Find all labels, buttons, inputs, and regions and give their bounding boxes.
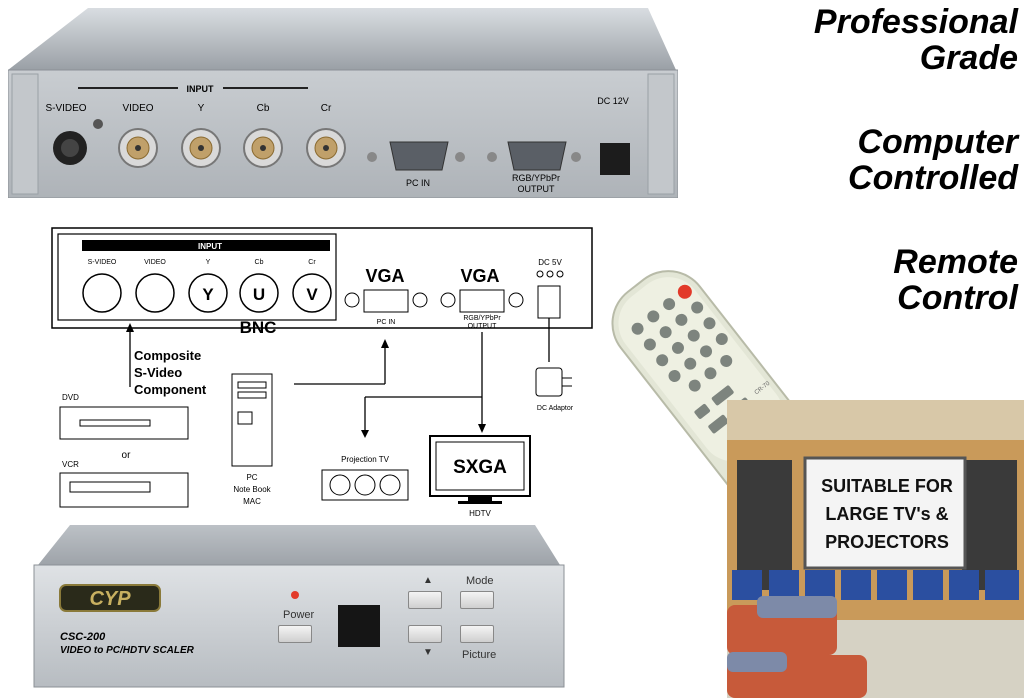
diagram-output: RGB/YPbPr xyxy=(463,315,501,322)
projection-screen xyxy=(803,456,967,570)
headline-line: Grade xyxy=(919,39,1018,77)
room-svg xyxy=(727,400,1024,698)
rear-jack-label: VIDEO xyxy=(122,103,153,114)
dvd-label: DVD xyxy=(62,393,79,402)
room-sign-line: PROJECTORS xyxy=(825,532,949,552)
source-type: Component xyxy=(134,382,207,397)
rear-jack-label: Y xyxy=(198,103,205,114)
pc-label: PC xyxy=(246,473,257,482)
source-type: Composite xyxy=(134,348,201,363)
diagram-jack-label: Y xyxy=(206,259,211,266)
rear-jack-label: S-VIDEO xyxy=(45,103,86,114)
rear-panel-photo: INPUT S-VIDEO VIDEO Y Cb Cr PC IN RGB xyxy=(7,8,679,199)
up-arrow-icon: ▲ xyxy=(423,575,433,586)
rear-panel-svg: INPUT S-VIDEO VIDEO Y Cb Cr PC IN RGB xyxy=(7,8,679,199)
description-label: VIDEO to PC/HDTV SCALER xyxy=(60,645,195,656)
dc-adaptor-drawing xyxy=(535,367,563,397)
sxga-label: SXGA xyxy=(453,457,507,478)
picture-label: Picture xyxy=(462,649,497,661)
vga-out-port xyxy=(487,141,581,171)
rear-top-cover xyxy=(8,8,676,70)
brand-logo xyxy=(59,584,161,612)
diagram-jack-label: VIDEO xyxy=(144,259,166,266)
pc-label: MAC xyxy=(243,497,261,506)
vcr-label: VCR xyxy=(62,460,79,469)
power-led xyxy=(291,591,299,599)
hdtv-label: HDTV xyxy=(469,509,491,518)
diagram-pc-in: PC IN xyxy=(377,319,396,326)
rear-power-label: DC 12V xyxy=(597,96,629,106)
dvd-player-drawing xyxy=(59,406,189,440)
room-sign-line: LARGE TV's & xyxy=(825,504,949,524)
brand-logo-text: CYP xyxy=(89,588,131,610)
picture-button[interactable] xyxy=(460,625,494,643)
dc-adaptor-label: DC Adaptor xyxy=(537,405,574,412)
diagram-jack-label: Cr xyxy=(308,259,316,266)
dc-power-jack xyxy=(600,143,630,175)
front-top-cover xyxy=(38,525,560,565)
diagram-jack-label: Cb xyxy=(255,259,264,266)
headline-line: Remote xyxy=(893,243,1018,281)
diagram-vga-out: VGA xyxy=(460,266,499,286)
diagram-jack-label: S-VIDEO xyxy=(88,259,117,266)
mode-button[interactable] xyxy=(460,591,494,609)
diagram-dc-label: DC 5V xyxy=(538,258,562,267)
or-label: or xyxy=(122,450,132,461)
headline-remote-control: Remote Control xyxy=(893,244,1018,316)
model-label: CSC-200 xyxy=(60,631,106,643)
headline-line: Control xyxy=(897,279,1018,317)
rear-face xyxy=(7,69,679,199)
blue-wall-panels xyxy=(732,570,1019,600)
front-panel-photo: CYP CSC-200 VIDEO to PC/HDTV SCALER Powe… xyxy=(30,525,568,690)
diagram-bnc-label: BNC xyxy=(240,318,277,337)
home-theater-photo: SUITABLE FOR LARGE TV's & PROJECTORS xyxy=(727,400,1024,698)
power-label: Power xyxy=(283,609,315,621)
headline-line: Controlled xyxy=(848,159,1018,197)
diagram-svg: INPUT S-VIDEO VIDEO Y Cb Cr Y U V BNC VG… xyxy=(51,227,593,518)
headline-line: Computer xyxy=(857,123,1018,161)
jack-letter: U xyxy=(253,285,265,304)
projection-tv-label: Projection TV xyxy=(341,455,390,464)
rear-pc-in-label: PC IN xyxy=(406,178,430,188)
vcr-drawing xyxy=(59,472,189,508)
down-arrow-icon: ▼ xyxy=(423,647,433,658)
connection-diagram: INPUT S-VIDEO VIDEO Y Cb Cr Y U V BNC VG… xyxy=(40,222,600,522)
room-sign-line: SUITABLE FOR xyxy=(821,476,953,496)
rear-jack-label: Cr xyxy=(321,103,332,114)
diagram-input-label: INPUT xyxy=(198,242,222,251)
couches xyxy=(727,596,867,698)
ir-sensor-window xyxy=(338,605,380,647)
pc-label: Note Book xyxy=(233,485,271,494)
vga-in-port xyxy=(367,141,465,171)
room-sign-text: SUITABLE FOR LARGE TV's & PROJECTORS xyxy=(817,472,957,556)
remote-button-grid xyxy=(631,298,751,434)
jack-letter: Y xyxy=(202,285,214,304)
jack-letter: V xyxy=(306,285,318,304)
diagram-vga-in: VGA xyxy=(365,266,404,286)
rear-input-label: INPUT xyxy=(187,84,215,94)
up-button[interactable] xyxy=(408,591,442,609)
diagram-output: OUTPUT xyxy=(468,323,498,330)
rear-output-label: RGB/YPbPr xyxy=(512,173,560,183)
bnc-connectors xyxy=(118,128,346,168)
headline-line: Professional xyxy=(813,3,1018,41)
headline-computer-controlled: Computer Controlled xyxy=(848,124,1018,196)
down-button[interactable] xyxy=(408,625,442,643)
hdtv-drawing xyxy=(429,435,531,497)
headline-professional-grade: Professional Grade xyxy=(814,4,1018,76)
mode-label: Mode xyxy=(466,575,494,587)
remote-power-button xyxy=(677,284,692,299)
rear-jack-label: Cb xyxy=(257,103,270,114)
source-type: S-Video xyxy=(134,365,182,380)
rear-output-label: OUTPUT xyxy=(518,184,556,194)
power-button[interactable] xyxy=(278,625,312,643)
